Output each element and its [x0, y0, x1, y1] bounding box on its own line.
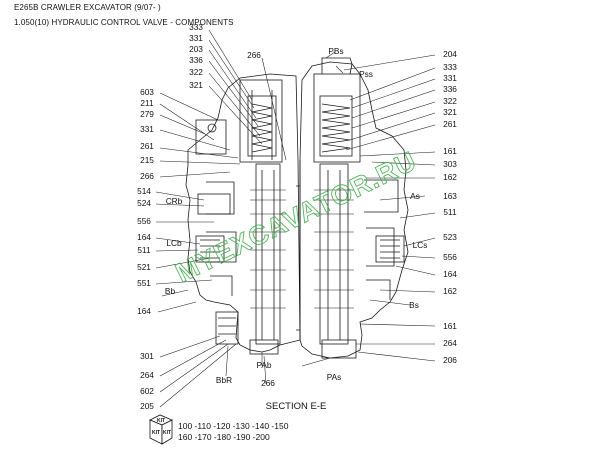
part-label-215: 215	[140, 155, 154, 165]
part-label-161-top: 161	[443, 146, 457, 156]
kit-icon-text-front: KIT	[163, 430, 171, 436]
part-label-279: 279	[140, 109, 154, 119]
kit-icon-text-side: KIT	[152, 430, 160, 436]
part-label-164-left-b: 164	[137, 306, 151, 316]
kit-parts-line-2: 160 -170 -180 -190 -200	[178, 432, 270, 442]
right-spring-chamber	[319, 95, 353, 157]
part-label-331-left: 331	[189, 33, 203, 43]
section-label: SECTION E-E	[266, 401, 327, 412]
part-label-602: 602	[140, 386, 154, 396]
port-label-pab: PAb	[256, 360, 271, 370]
port-label-pbs: PBs	[328, 46, 343, 56]
left-spring	[251, 103, 273, 153]
part-label-162-top: 162	[443, 172, 457, 182]
part-label-264-left: 264	[140, 370, 154, 380]
left-spool	[255, 163, 281, 345]
part-label-266-left: 266	[140, 171, 154, 181]
crb-relief-valve	[197, 193, 231, 215]
part-label-556-right: 556	[443, 252, 457, 262]
part-label-261-left: 261	[140, 141, 154, 151]
port-label-bb: Bb	[165, 286, 176, 296]
left-spring-chamber	[247, 95, 277, 157]
part-label-322-left: 322	[189, 67, 203, 77]
part-label-336-right: 336	[443, 84, 457, 94]
part-label-264-right: 264	[443, 338, 457, 348]
part-label-163: 163	[443, 191, 457, 201]
kit-icon-text-top: KIT	[157, 418, 165, 424]
left-cap-housing	[239, 79, 283, 163]
pss-port	[321, 57, 353, 75]
port-label-pss: Pss	[359, 69, 373, 79]
part-label-556-left: 556	[137, 216, 151, 226]
left-top-port	[207, 123, 217, 133]
kit-icon	[149, 414, 173, 445]
port-label-lcb: LCb	[166, 238, 182, 248]
part-label-333-left: 333	[189, 22, 203, 32]
port-label-crb: CRb	[166, 196, 183, 206]
part-label-162-bottom: 162	[443, 286, 457, 296]
lcb-lock-valve	[195, 235, 225, 263]
part-label-523: 523	[443, 232, 457, 242]
part-label-511-left: 511	[137, 245, 151, 255]
part-label-514: 514	[137, 186, 151, 196]
part-label-521: 521	[137, 262, 151, 272]
part-label-603: 603	[140, 87, 154, 97]
diagram-title: E265B CRAWLER EXCAVATOR (9/07- )	[14, 3, 161, 12]
part-label-322-right: 322	[443, 96, 457, 106]
part-label-331-mid: 331	[140, 124, 154, 134]
port-label-bbr: BbR	[216, 375, 232, 385]
watermark: MYEXCAVATOR.RU	[171, 146, 421, 289]
right-cap-housing	[313, 73, 361, 163]
part-label-203: 203	[189, 44, 203, 54]
part-label-303: 303	[443, 159, 457, 169]
part-label-301: 301	[140, 351, 154, 361]
part-label-206: 206	[443, 355, 457, 365]
lcs-lock-valve	[375, 235, 405, 263]
pas-cap	[321, 339, 357, 359]
part-label-321-right: 321	[443, 107, 457, 117]
port-label-bs: Bs	[409, 300, 419, 310]
port-label-pas: PAs	[327, 372, 342, 382]
part-label-336-left: 336	[189, 55, 203, 65]
right-spool	[319, 163, 349, 345]
part-label-333-right: 333	[443, 62, 457, 72]
part-label-205: 205	[140, 401, 154, 411]
bbr-cap	[215, 311, 239, 345]
part-label-321-left: 321	[189, 80, 203, 90]
part-label-204: 204	[443, 49, 457, 59]
left-top-block	[195, 119, 227, 155]
part-label-524: 524	[137, 198, 151, 208]
part-label-164-right: 164	[443, 269, 457, 279]
part-label-161-bottom: 161	[443, 321, 457, 331]
pab-cap	[249, 339, 279, 355]
part-label-551: 551	[137, 278, 151, 288]
part-label-511-right: 511	[443, 207, 457, 217]
kit-parts-line-1: 100 -110 -120 -130 -140 -150	[178, 421, 289, 431]
part-label-164-left-a: 164	[137, 232, 151, 242]
part-label-261-right: 261	[443, 119, 457, 129]
right-spring	[321, 103, 351, 153]
port-label-lcs: LCs	[413, 240, 428, 250]
part-label-266-bottom: 266	[261, 378, 275, 388]
part-label-331-right: 331	[443, 73, 457, 83]
port-label-as: As	[410, 191, 420, 201]
part-label-211: 211	[140, 98, 154, 108]
diagram-subtitle: 1.050(10) HYDRAULIC CONTROL VALVE - COMP…	[14, 18, 234, 27]
part-label-266-top: 266	[247, 50, 261, 60]
